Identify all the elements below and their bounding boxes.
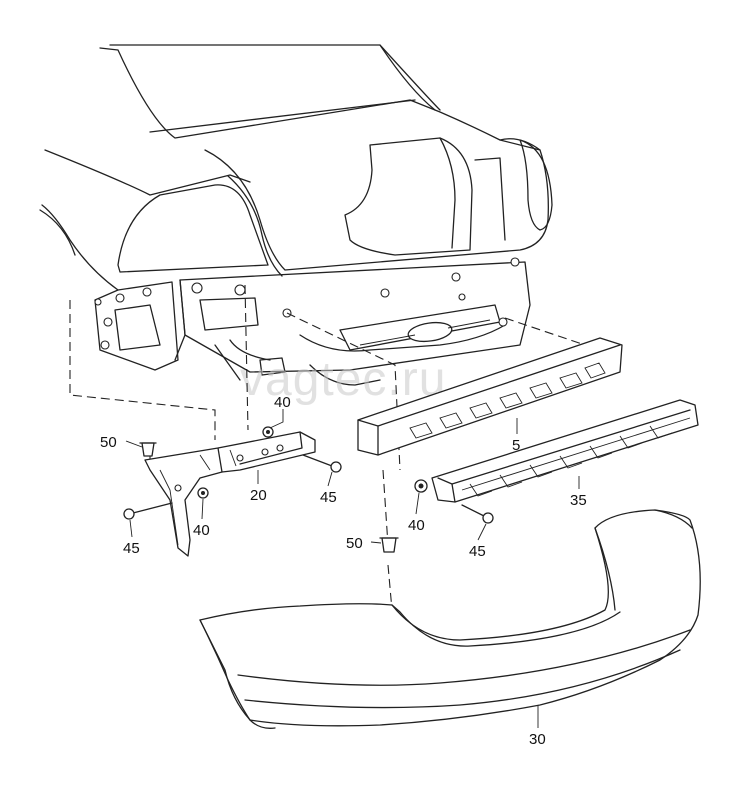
screw-45-bracket-left (123, 502, 173, 520)
fasteners (123, 426, 494, 553)
callout-labels: 50 40 20 45 45 40 5 35 40 45 50 30 (100, 394, 587, 748)
callout-40-lower: 40 (193, 522, 210, 539)
clip-50-center (379, 537, 399, 553)
nut-40-bracket-lower (197, 487, 209, 499)
screw-45-bracket-right (302, 454, 342, 473)
nut-40-bracket-top (262, 426, 274, 438)
callout-30: 30 (529, 731, 546, 748)
callout-50-center: 50 (346, 535, 363, 552)
car-body-rear (39, 44, 553, 386)
callout-35: 35 (570, 492, 587, 509)
part-30-bumper-cover (199, 509, 701, 729)
part-35-bumper-carrier (431, 399, 699, 503)
screw-45-carrier (461, 504, 494, 524)
nut-40-carrier (414, 479, 428, 493)
callout-45-center: 45 (469, 543, 486, 560)
callout-40-center: 40 (408, 517, 425, 534)
callout-5: 5 (512, 437, 520, 454)
callout-45-left: 45 (123, 540, 140, 557)
leader-lines (125, 409, 580, 728)
part-5-impact-absorber (357, 337, 623, 456)
callout-40-top: 40 (274, 394, 291, 411)
clip-50-left (139, 442, 157, 457)
callout-20: 20 (250, 487, 267, 504)
callout-45-right: 45 (320, 489, 337, 506)
part-20-side-bracket (144, 431, 316, 557)
watermark-text: vagtec.ru (240, 353, 446, 406)
callout-50-left: 50 (100, 434, 117, 451)
